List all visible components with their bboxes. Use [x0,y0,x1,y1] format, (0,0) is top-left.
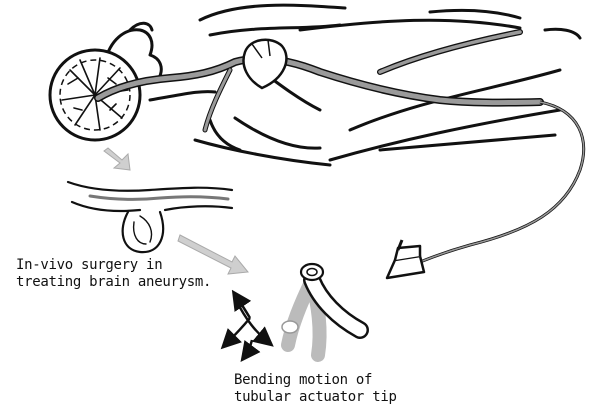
caption-bending-line2: tubular actuator tip [234,389,397,406]
tubular-actuator-tip [282,264,360,355]
brain-illustration [50,50,140,140]
bending-motion-arrows [226,296,268,356]
heart-illustration [244,40,287,88]
zoom-arrow-brain [104,148,130,170]
vessel-pathway [98,32,540,130]
caption-surgery-line2: treating brain aneurysm. [16,274,211,291]
caption-surgery-line1: In-vivo surgery in [16,257,211,274]
catheter-cable [420,102,584,262]
caption-in-vivo-surgery: In-vivo surgery in treating brain aneury… [16,257,211,291]
patient-body-outline [105,5,580,165]
controller-box [387,240,424,278]
aneurysm-vessel-closeup [68,182,232,252]
caption-bending-line1: Bending motion of [234,372,397,389]
caption-bending-motion: Bending motion of tubular actuator tip [234,372,397,406]
